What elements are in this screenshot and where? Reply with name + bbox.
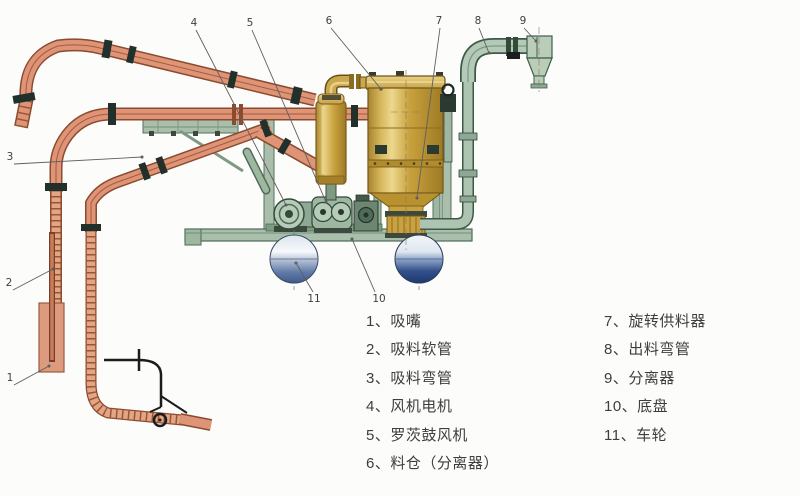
suction-pipe-top [12,38,317,129]
legend-item-10: 10、底盘 [604,398,669,416]
filter-cylinder [315,74,371,201]
legend-item-11: 11、车轮 [604,426,668,444]
legend-item-3: 3、吸料弯管 [366,369,453,387]
fan-motor [273,198,315,232]
legend-item-1: 1、吸嘴 [366,312,422,330]
legend-item-7: 7、旋转供料器 [604,312,706,330]
suction-nozzle [38,232,65,373]
callout-8: 8 [475,15,482,27]
callout-1: 1 [7,372,14,384]
legend-item-4: 4、风机电机 [366,398,453,416]
callout-numbers: 1 2 3 4 5 6 7 8 9 10 11 [6,15,527,384]
legend-column-left: 1、吸嘴 2、吸料软管 3、吸料弯管 4、风机电机 5、罗茨鼓风机 6、料仓（分… [366,306,499,477]
leader-lines [12,27,538,386]
wheels [269,230,444,290]
callout-5: 5 [247,17,254,29]
floor-hose [85,230,183,426]
callout-6: 6 [326,15,333,27]
legend-item-8: 8、出料弯管 [604,341,691,359]
callout-7: 7 [436,15,443,27]
legend-column-right: 7、旋转供料器 8、出料弯管 9、分离器 10、底盘 11、车轮 [604,306,706,449]
silo-separator-tank [365,71,446,208]
wheel-right [394,230,444,290]
centerlines [391,27,540,250]
wheel-left [269,230,319,290]
separator [526,35,553,89]
suction-piping [12,38,368,431]
callout-9: 9 [520,15,527,27]
callout-2: 2 [6,277,13,289]
feeder-gearbox [353,194,379,232]
legend-item-5: 5、罗茨鼓风机 [366,426,468,444]
callout-3: 3 [7,151,14,163]
hand-trolley [104,349,188,428]
legend-item-2: 2、吸料软管 [366,341,453,359]
discharge-elbow [460,38,528,82]
suction-pipe-lower [81,119,325,431]
legend-item-9: 9、分离器 [604,369,675,387]
suction-pipe-middle [38,103,368,373]
roots-blower [311,187,353,233]
callout-4: 4 [191,17,198,29]
legend-item-6: 6、料仓（分离器） [366,455,499,473]
callout-10: 10 [372,293,385,305]
callout-11: 11 [307,293,320,305]
